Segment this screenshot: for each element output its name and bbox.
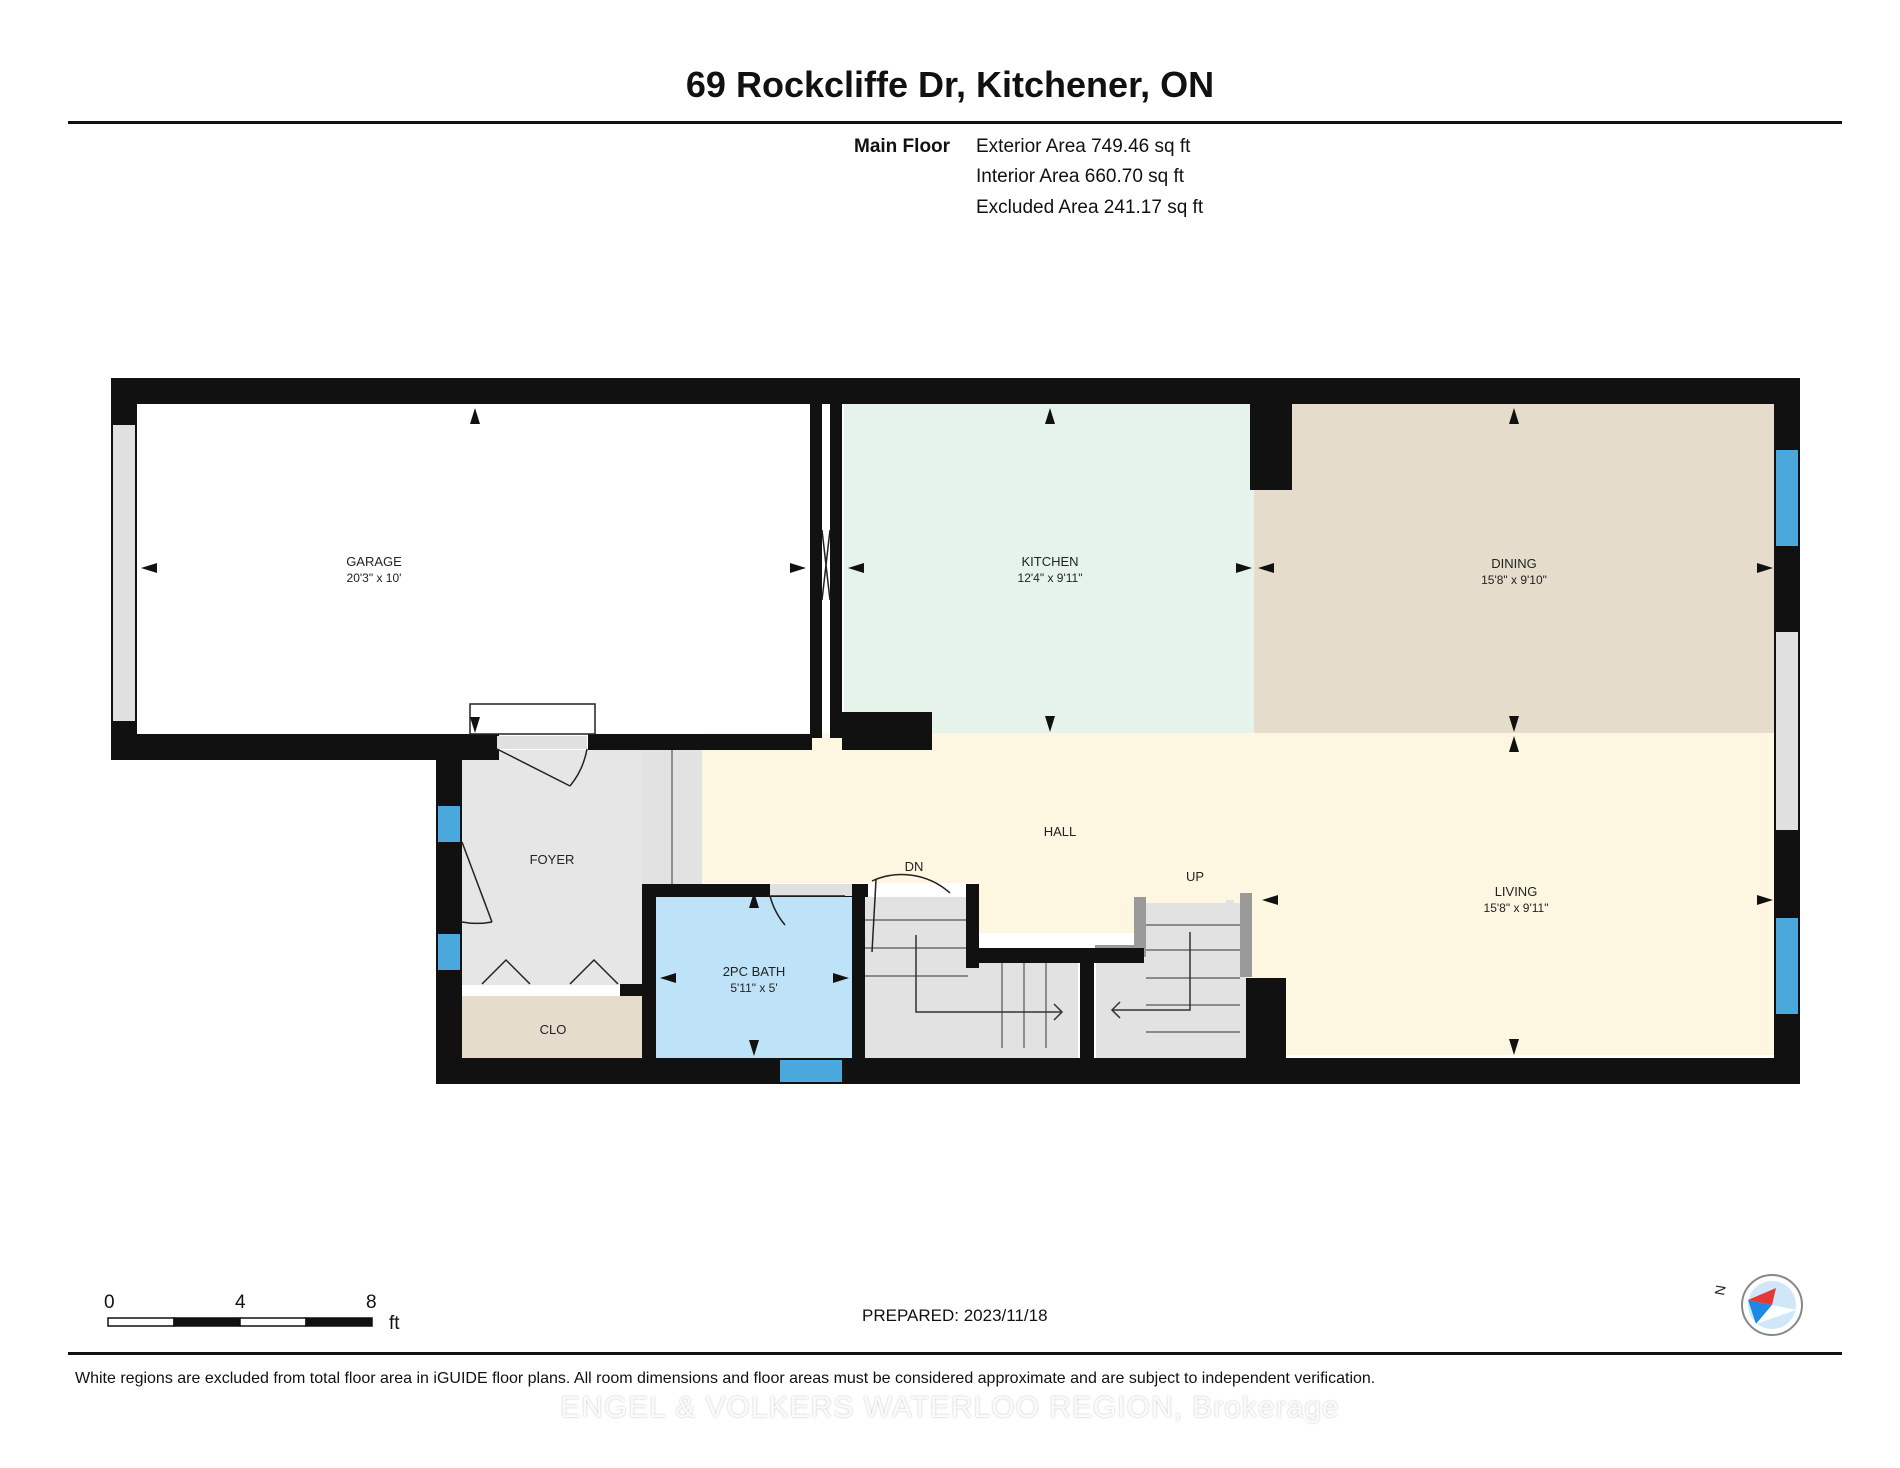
dimension-markers [141,408,1773,1056]
stairs-up-label: UP [1186,869,1204,884]
scale-label-8: 8 [366,1292,377,1313]
hall-lower-fill [975,883,1135,933]
kitchen-dims: 12'4" x 9'11" [1018,571,1083,585]
compass-north-label: N [1711,1284,1729,1297]
bath-label: 2PC BATH [723,964,786,979]
living-dims: 15'8" x 9'11" [1484,901,1549,915]
bath-dims: 5'11" x 5' [730,981,777,995]
garage-label: GARAGE [346,554,402,569]
kitchen-fill [844,403,1254,733]
doors [461,529,951,985]
garage-dims: 20'3" x 10' [347,571,402,585]
foyer-landing-steps [642,750,702,885]
living-fill [1245,883,1777,1055]
stairs-up [1095,893,1252,1060]
foyer-fill [462,750,642,985]
compass-icon: N [1711,1274,1803,1336]
closet-fill [462,996,642,1060]
footer-rule [68,1352,1842,1355]
scale-label-0: 0 [104,1292,115,1313]
scale-bar [107,1317,373,1327]
dining-label: DINING [1491,556,1537,571]
scale-label-4: 4 [235,1292,246,1313]
header-rule [68,121,1842,124]
garage-fill [136,403,811,738]
closet-label: CLO [540,1022,567,1037]
kitchen-label: KITCHEN [1021,554,1078,569]
interior-area: Interior Area 660.70 sq ft [976,166,1185,187]
prepared-date: PREPARED: 2023/11/18 [862,1306,1048,1325]
hall-fill [700,733,1777,883]
bath-fill [656,897,852,1060]
page-title: 69 Rockcliffe Dr, Kitchener, ON [685,64,1215,105]
dining-dims: 15'8" x 9'10" [1481,573,1547,587]
hall-label: HALL [1044,824,1077,839]
dining-fill [1254,403,1777,733]
windows [113,425,1798,1082]
scale-unit: ft [389,1313,400,1334]
brokerage-watermark: ENGEL & VOLKERS WATERLOO REGION, Brokera… [560,1391,1340,1424]
excluded-area: Excluded Area 241.17 sq ft [976,197,1204,218]
disclaimer-text: White regions are excluded from total fl… [75,1370,1376,1387]
foyer-label: FOYER [530,852,575,867]
exterior-area: Exterior Area 749.46 sq ft [976,136,1191,157]
stairs-down-label: DN [905,859,924,874]
living-label: LIVING [1495,884,1538,899]
stairs-down [864,897,1078,1060]
floor-label: Main Floor [854,136,951,157]
